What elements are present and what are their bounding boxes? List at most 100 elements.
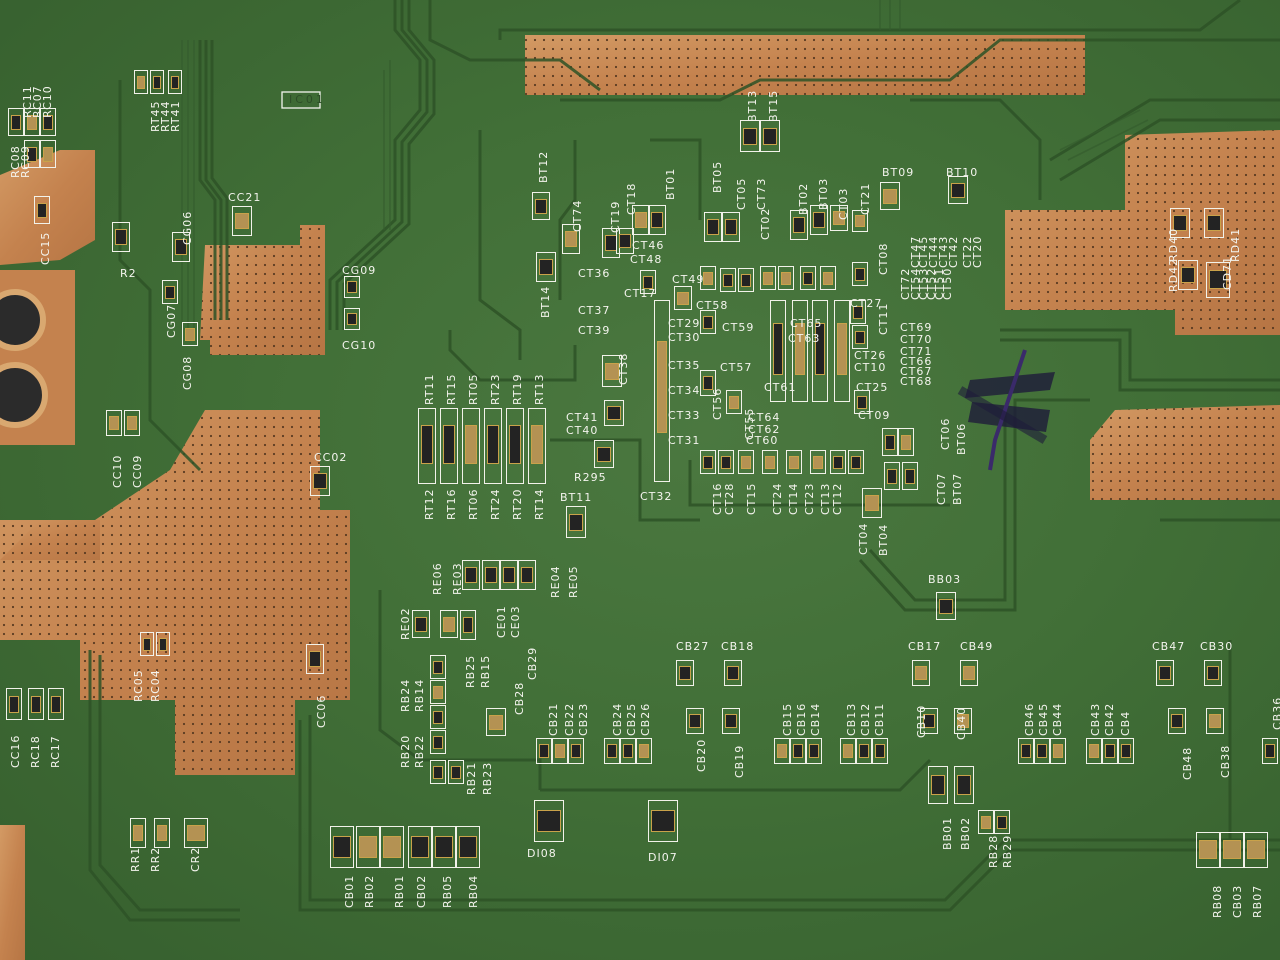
component-footprint: [534, 800, 564, 842]
silkscreen-label: CT34: [668, 384, 701, 397]
component-footprint: [536, 252, 556, 282]
smd-component: [727, 666, 739, 680]
silkscreen-label: CT11: [877, 302, 890, 335]
component-footprint: [1204, 660, 1222, 686]
silkscreen-label: DI07: [648, 851, 678, 864]
component-footprint: [676, 660, 694, 686]
smd-component: [433, 766, 443, 779]
component-footprint: [112, 222, 130, 252]
smd-component: [623, 744, 633, 758]
smd-component: [1159, 666, 1171, 680]
silkscreen-label: RT23: [489, 373, 502, 405]
component-footprint: [994, 810, 1010, 834]
ic-footprint-mark: IC01: [289, 93, 326, 106]
silkscreen-label: CT12: [831, 482, 844, 515]
smd-component: [679, 666, 691, 680]
smd-component: [857, 396, 867, 409]
smd-component: [1199, 840, 1217, 859]
component-footprint: [462, 408, 480, 484]
silkscreen-label: CT67: [900, 365, 933, 378]
smd-component: [11, 115, 21, 130]
silkscreen-label: CT70: [900, 333, 933, 346]
silkscreen-label: RB08: [1211, 884, 1224, 918]
silkscreen-label: CB17: [908, 640, 942, 653]
silkscreen-label: CB15: [781, 702, 794, 736]
silkscreen-label: RE02: [399, 607, 412, 640]
silkscreen-label: RB23: [481, 761, 494, 795]
smd-component: [859, 744, 869, 758]
silkscreen-label: CB29: [526, 646, 539, 680]
silkscreen-label: CB42: [1103, 702, 1116, 736]
component-footprint: [862, 488, 882, 518]
smd-component: [509, 425, 521, 464]
smd-component: [1173, 215, 1187, 231]
silkscreen-label: CT10: [854, 361, 887, 374]
smd-component: [235, 213, 249, 229]
silkscreen-label: RD40: [1167, 227, 1180, 262]
component-footprint: [700, 370, 716, 396]
component-footprint: [486, 708, 506, 736]
silkscreen-label: BT02: [797, 182, 810, 215]
smd-component: [815, 323, 825, 375]
silkscreen-label: CT61: [764, 381, 797, 394]
component-footprint: [536, 738, 552, 764]
smd-component: [851, 456, 861, 469]
smd-component: [843, 744, 853, 758]
silkscreen-label: CT27: [850, 297, 883, 310]
component-footprint: [790, 738, 806, 764]
silkscreen-label: CB45: [1037, 702, 1050, 736]
smd-component: [951, 183, 965, 198]
smd-component: [465, 425, 477, 464]
smd-component: [607, 406, 621, 420]
smd-component: [1121, 744, 1131, 758]
silkscreen-label: CT58: [696, 299, 729, 312]
component-footprint: [500, 560, 518, 590]
component-footprint: [430, 655, 446, 679]
silkscreen-label: RC05: [132, 669, 145, 702]
mounting-holes: [0, 289, 48, 428]
component-footprint: [1206, 262, 1230, 298]
component-footprint: [880, 182, 900, 210]
smd-component: [451, 766, 461, 779]
smd-component: [175, 239, 187, 255]
component-footprint: [330, 826, 354, 868]
component-footprint: [852, 325, 868, 349]
component-footprint: [562, 224, 580, 254]
component-footprint: [722, 708, 740, 734]
smd-component: [143, 638, 151, 651]
silkscreen-label: CG07: [165, 303, 178, 338]
smd-component: [931, 775, 945, 795]
smd-component: [855, 215, 865, 227]
component-footprint: [674, 286, 692, 310]
component-footprint: [182, 322, 198, 346]
silkscreen-label: RC10: [41, 85, 54, 118]
ic-footprint: [281, 91, 321, 109]
component-footprint: [762, 450, 778, 474]
component-footprint: [722, 212, 740, 242]
smd-component: [901, 435, 911, 450]
component-footprint: [848, 450, 864, 474]
silkscreen-label: BT03: [817, 177, 830, 210]
silkscreen-label: CT02: [759, 207, 772, 240]
silkscreen-label: CB24: [611, 702, 624, 736]
silkscreen-label: CT62: [748, 423, 781, 436]
smd-component: [813, 212, 825, 228]
component-footprint: [24, 140, 40, 168]
component-footprint: [40, 140, 56, 168]
silkscreen-label: CB44: [1051, 702, 1064, 736]
smd-component: [171, 76, 179, 89]
component-footprint: [792, 300, 808, 402]
silkscreen-label: CC09: [131, 454, 144, 488]
silkscreen-label: BT13: [746, 89, 759, 122]
copper-pour-bottom-left: [0, 825, 25, 960]
component-footprint: [306, 644, 324, 674]
silkscreen-label: CT50: [941, 267, 954, 300]
smd-component: [605, 363, 619, 380]
silkscreen-label: CT56: [711, 387, 724, 420]
silkscreen-label: CT04: [857, 522, 870, 555]
silkscreen-label: RT15: [445, 373, 458, 405]
silkscreen-label: BT05: [711, 160, 724, 193]
silkscreen-label: CT26: [854, 349, 887, 362]
smd-component: [703, 272, 713, 285]
silkscreen-label: CT41: [566, 411, 599, 424]
